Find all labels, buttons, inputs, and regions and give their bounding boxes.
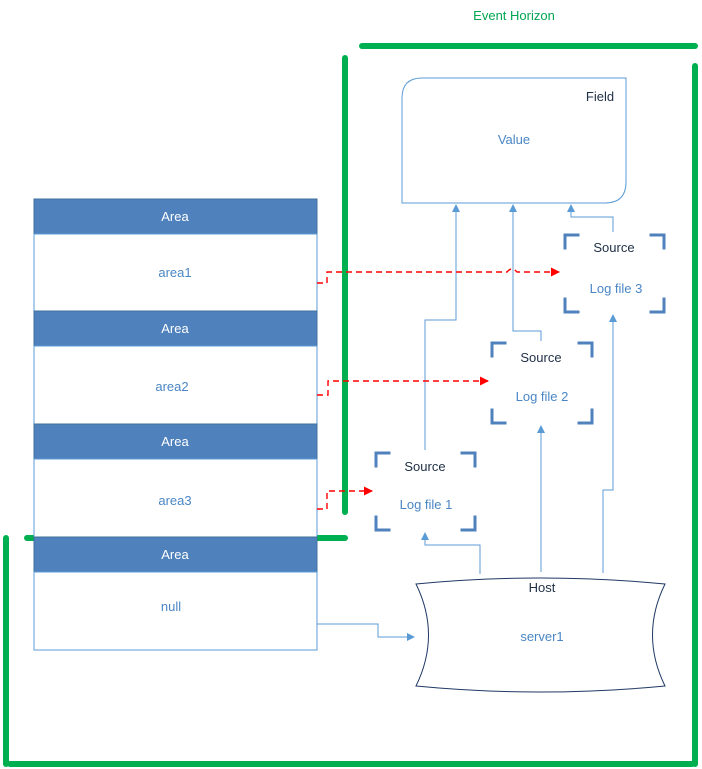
source2-bracket-br <box>577 408 594 425</box>
connector-source2-field <box>509 204 542 341</box>
source3-bracket-bl <box>563 297 580 314</box>
source2-bracket-tl <box>490 341 507 358</box>
source-brackets <box>374 233 666 532</box>
area-cell-1 <box>33 233 318 312</box>
dashed-links <box>317 267 560 510</box>
field-box: Field Value <box>401 77 627 204</box>
source3-bracket-br <box>649 297 666 314</box>
area-header-label-3: Area <box>161 434 189 449</box>
area-cell-3 <box>33 458 318 538</box>
source1-bracket-br <box>460 515 477 532</box>
area-header-label-4: Area <box>161 547 189 562</box>
source1-bracket-tl <box>374 451 391 468</box>
source3-value: Log file 3 <box>590 281 643 296</box>
event-horizon-title: Event Horizon <box>473 8 555 23</box>
source1-bracket-tr <box>460 451 477 468</box>
host-title: Host <box>529 580 556 595</box>
source2-value: Log file 2 <box>516 389 569 404</box>
area-table: Area area1 Area area2 Area area3 Area nu… <box>33 198 318 651</box>
field-value: Value <box>498 132 530 147</box>
connector-null-host <box>317 623 415 641</box>
connectors <box>317 204 617 641</box>
source1-value: Log file 1 <box>400 497 453 512</box>
source2-bracket-tr <box>577 341 594 358</box>
link-area3-source1 <box>317 486 373 510</box>
source3-bracket-tr <box>649 233 666 250</box>
area-header-label-1: Area <box>161 209 189 224</box>
host-outline <box>415 577 666 693</box>
source2-label: Source <box>520 350 561 365</box>
area-value-4: null <box>161 599 181 614</box>
field-title: Field <box>586 89 614 104</box>
area-cell-2 <box>33 345 318 425</box>
area-cell-4 <box>33 571 318 651</box>
link-area2-source2 <box>317 376 489 396</box>
area-header-4 <box>33 536 318 573</box>
area-header-label-2: Area <box>161 321 189 336</box>
source1-label: Source <box>404 459 445 474</box>
source3-label: Source <box>593 240 634 255</box>
source1-bracket-bl <box>374 515 391 532</box>
connector-host-source3 <box>602 314 617 573</box>
host-value: server1 <box>520 629 563 644</box>
area-value-3: area3 <box>158 493 191 508</box>
link-area1-source3 <box>317 267 560 284</box>
area-value-1: area1 <box>158 265 191 280</box>
area-header-3 <box>33 423 318 460</box>
host-shape: Host server1 <box>415 577 666 693</box>
field-shape <box>401 77 627 204</box>
source2-bracket-bl <box>490 408 507 425</box>
connector-host-source1 <box>421 532 481 574</box>
area-header-2 <box>33 310 318 347</box>
connector-source1-field <box>424 204 460 450</box>
connector-source3-field <box>567 204 614 232</box>
area-value-2: area2 <box>155 379 188 394</box>
source3-bracket-tl <box>563 233 580 250</box>
